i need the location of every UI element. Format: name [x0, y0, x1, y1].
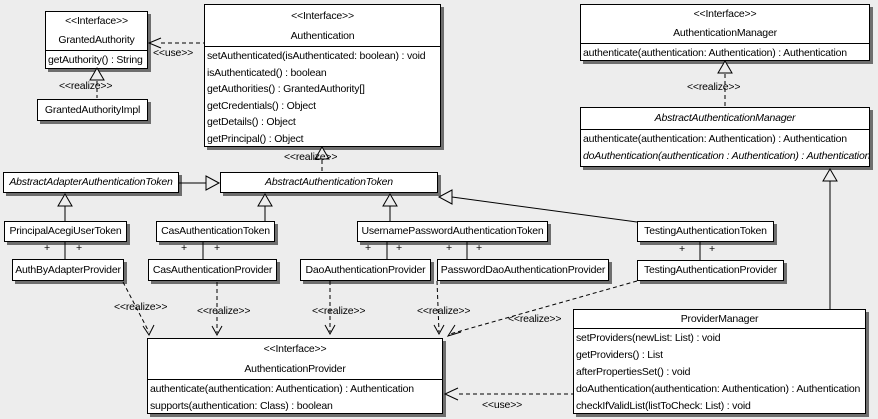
method: setAuthenticated(isAuthenticated: boolea…	[207, 50, 426, 62]
realize-label: <<realize>>	[197, 305, 251, 317]
class-abstract-authentication-token: AbstractAuthenticationToken	[220, 172, 438, 193]
method: getProviders() : List	[576, 349, 663, 361]
association-plus-label: +	[446, 242, 452, 254]
class-name: PrincipalAcegiUserToken	[9, 225, 122, 237]
association-plus-label: +	[365, 242, 371, 254]
use-label: <<use>>	[482, 399, 523, 411]
realize-label: <<realize>>	[284, 151, 338, 163]
method: getCredentials() : Object	[207, 99, 316, 112]
class-name: AbstractAuthenticationToken	[265, 176, 393, 188]
edge-generalization-principal-token	[57, 193, 73, 221]
method: setProviders(newList: List) : void	[576, 332, 721, 344]
method-abstract: doAuthentication(authentication : Authen…	[583, 150, 871, 162]
realize-label: <<realize>>	[417, 305, 471, 317]
class-auth-by-adapter-provider: AuthByAdapterProvider	[12, 259, 124, 281]
class-header: AbstractAuthenticationManager	[581, 108, 869, 129]
class-header: <<Interface>> AuthenticationManager	[581, 5, 869, 43]
method: afterPropertiesSet() : void	[576, 366, 691, 378]
class-header: <<Interface>> GrantedAuthority	[46, 12, 147, 50]
class-granted-authority-impl: GrantedAuthorityImpl	[37, 99, 148, 121]
association-plus-label: +	[679, 243, 685, 255]
class-stereotype: <<Interface>>	[291, 10, 354, 22]
class-name: Authentication	[290, 30, 355, 42]
association-plus-label: +	[44, 242, 50, 254]
realize-label: <<realize>>	[687, 81, 741, 93]
class-name: GrantedAuthorityImpl	[44, 103, 141, 116]
association-plus-label: +	[214, 242, 220, 254]
methods-compartment: setProviders(newList: List) : void getPr…	[574, 328, 865, 415]
method: getAuthorities() : GrantedAuthority[]	[207, 83, 365, 95]
class-name: TestingAuthenticationToken	[644, 225, 767, 237]
association-plus-label: +	[709, 243, 715, 255]
association-plus-label: +	[476, 242, 482, 254]
method: isAuthenticated() : boolean	[207, 66, 327, 79]
class-stereotype: <<Interface>>	[693, 8, 757, 20]
methods-compartment: getAuthority() : String	[46, 50, 147, 69]
class-name: CasAuthenticationToken	[161, 225, 270, 237]
method: getAuthority() : String	[48, 54, 143, 66]
methods-compartment: setAuthenticated(isAuthenticated: boolea…	[205, 46, 440, 147]
method: getPrincipal() : Object	[207, 132, 304, 145]
class-name: CasAuthenticationProvider	[152, 263, 273, 276]
class-name: AbstractAuthenticationManager	[654, 112, 796, 124]
class-name: AuthenticationManager	[673, 27, 777, 39]
class-header: <<Interface>> Authentication	[205, 5, 440, 46]
edge-generalization-username-token	[382, 193, 398, 221]
method: authenticate(authentication: Authenticat…	[583, 47, 847, 59]
methods-compartment: authenticate(authentication: Authenticat…	[148, 379, 442, 414]
method: authenticate(authentication: Authenticat…	[583, 133, 847, 145]
class-testing-authentication-token: TestingAuthenticationToken	[637, 221, 774, 242]
class-authentication-manager: <<Interface>> AuthenticationManager auth…	[580, 4, 870, 61]
class-name: ProviderManager	[680, 313, 759, 325]
edge-generalization-cas-token	[257, 193, 273, 221]
class-username-password-authentication-token: UsernamePasswordAuthenticationToken	[357, 221, 548, 242]
class-name: AbstractAdapterAuthenticationToken	[9, 176, 173, 188]
class-name: PasswordDaoAuthenticationProvider	[440, 263, 606, 276]
realize-label: <<realize>>	[59, 80, 113, 92]
class-header: ProviderManager	[574, 310, 865, 328]
class-cas-authentication-provider: CasAuthenticationProvider	[148, 259, 277, 281]
method: doAuthentication(authentication: Authent…	[576, 383, 861, 395]
class-granted-authority: <<Interface>> GrantedAuthority getAuthor…	[45, 11, 148, 69]
use-label: <<use>>	[153, 47, 194, 59]
association-plus-label: +	[76, 242, 82, 254]
class-stereotype: <<Interface>>	[263, 343, 327, 355]
class-name: TestingAuthenticationProvider	[643, 264, 778, 276]
class-cas-authentication-token: CasAuthenticationToken	[156, 221, 275, 242]
class-testing-authentication-provider: TestingAuthenticationProvider	[637, 260, 784, 281]
method: supports(authentication: Class) : boolea…	[150, 399, 333, 412]
association-plus-label: +	[396, 242, 402, 254]
class-provider-manager: ProviderManager setProviders(newList: Li…	[573, 309, 866, 414]
methods-compartment: authenticate(authentication: Authenticat…	[581, 129, 871, 165]
methods-compartment: authenticate(authentication: Authenticat…	[581, 43, 869, 62]
edge-generalization-provider-manager	[822, 168, 838, 309]
class-abstract-adapter-authentication-token: AbstractAdapterAuthenticationToken	[3, 172, 179, 193]
method: checkIfValidList(listToCheck: List) : vo…	[576, 400, 751, 412]
realize-label: <<realize>>	[508, 313, 562, 325]
class-name: UsernamePasswordAuthenticationToken	[361, 225, 544, 237]
realize-label: <<realize>>	[312, 305, 366, 317]
class-header: <<Interface>> AuthenticationProvider	[148, 339, 442, 379]
class-dao-authentication-provider: DaoAuthenticationProvider	[300, 259, 431, 281]
class-principal-acegi-user-token: PrincipalAcegiUserToken	[4, 221, 127, 242]
class-abstract-authentication-manager: AbstractAuthenticationManager authentica…	[580, 107, 870, 167]
class-authentication: <<Interface>> Authentication setAuthenti…	[204, 4, 441, 147]
class-name: DaoAuthenticationProvider	[305, 263, 426, 276]
class-name: AuthByAdapterProvider	[15, 263, 121, 276]
class-stereotype: <<Interface>>	[65, 15, 128, 27]
edge-generalization-testing-token	[437, 189, 638, 223]
method: getDetails() : Object	[207, 116, 296, 128]
class-password-dao-authentication-provider: PasswordDaoAuthenticationProvider	[437, 259, 609, 281]
edge-generalization-adapter-token	[179, 175, 221, 191]
realize-label: <<realize>>	[114, 301, 168, 313]
class-name: GrantedAuthority	[58, 34, 135, 46]
class-authentication-provider: <<Interface>> AuthenticationProvider aut…	[147, 338, 443, 414]
association-plus-label: +	[181, 242, 187, 254]
method: authenticate(authentication: Authenticat…	[150, 383, 414, 395]
class-name: AuthenticationProvider	[244, 363, 346, 375]
